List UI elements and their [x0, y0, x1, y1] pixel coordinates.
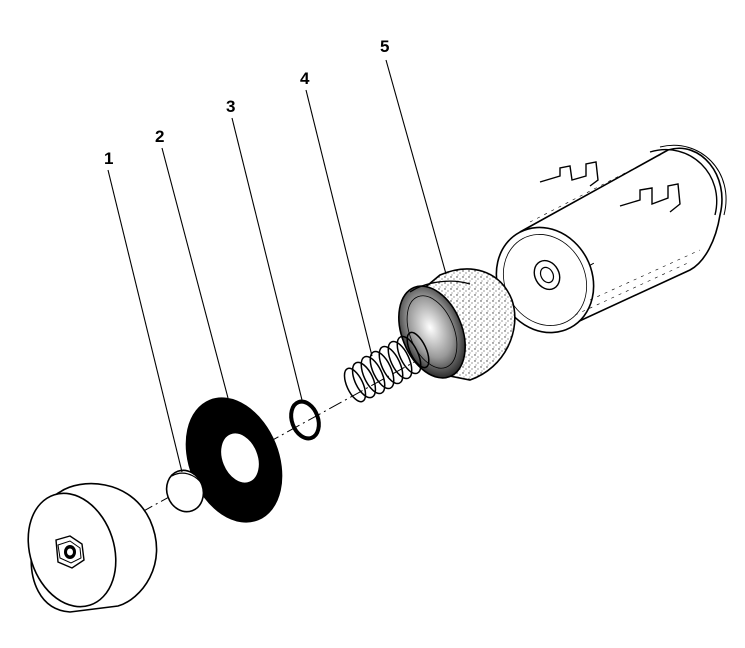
leader-line-3	[231, 117, 303, 401]
leader-lines	[107, 59, 447, 473]
callout-label-2: 2	[155, 127, 164, 146]
callout-label-5: 5	[380, 37, 389, 56]
leader-line-4	[305, 89, 373, 357]
filter-element	[398, 268, 516, 381]
end-cap	[27, 482, 158, 613]
spring	[343, 331, 430, 403]
gasket-ring	[185, 397, 283, 523]
o-ring	[289, 399, 321, 441]
housing-cylinder	[495, 144, 727, 334]
callout-label-4: 4	[300, 69, 310, 88]
leader-line-2	[161, 147, 229, 399]
callout-label-1: 1	[104, 149, 113, 168]
small-disk	[165, 469, 206, 513]
callout-label-3: 3	[226, 97, 235, 116]
leader-line-5	[385, 59, 447, 275]
leader-line-1	[107, 169, 183, 473]
